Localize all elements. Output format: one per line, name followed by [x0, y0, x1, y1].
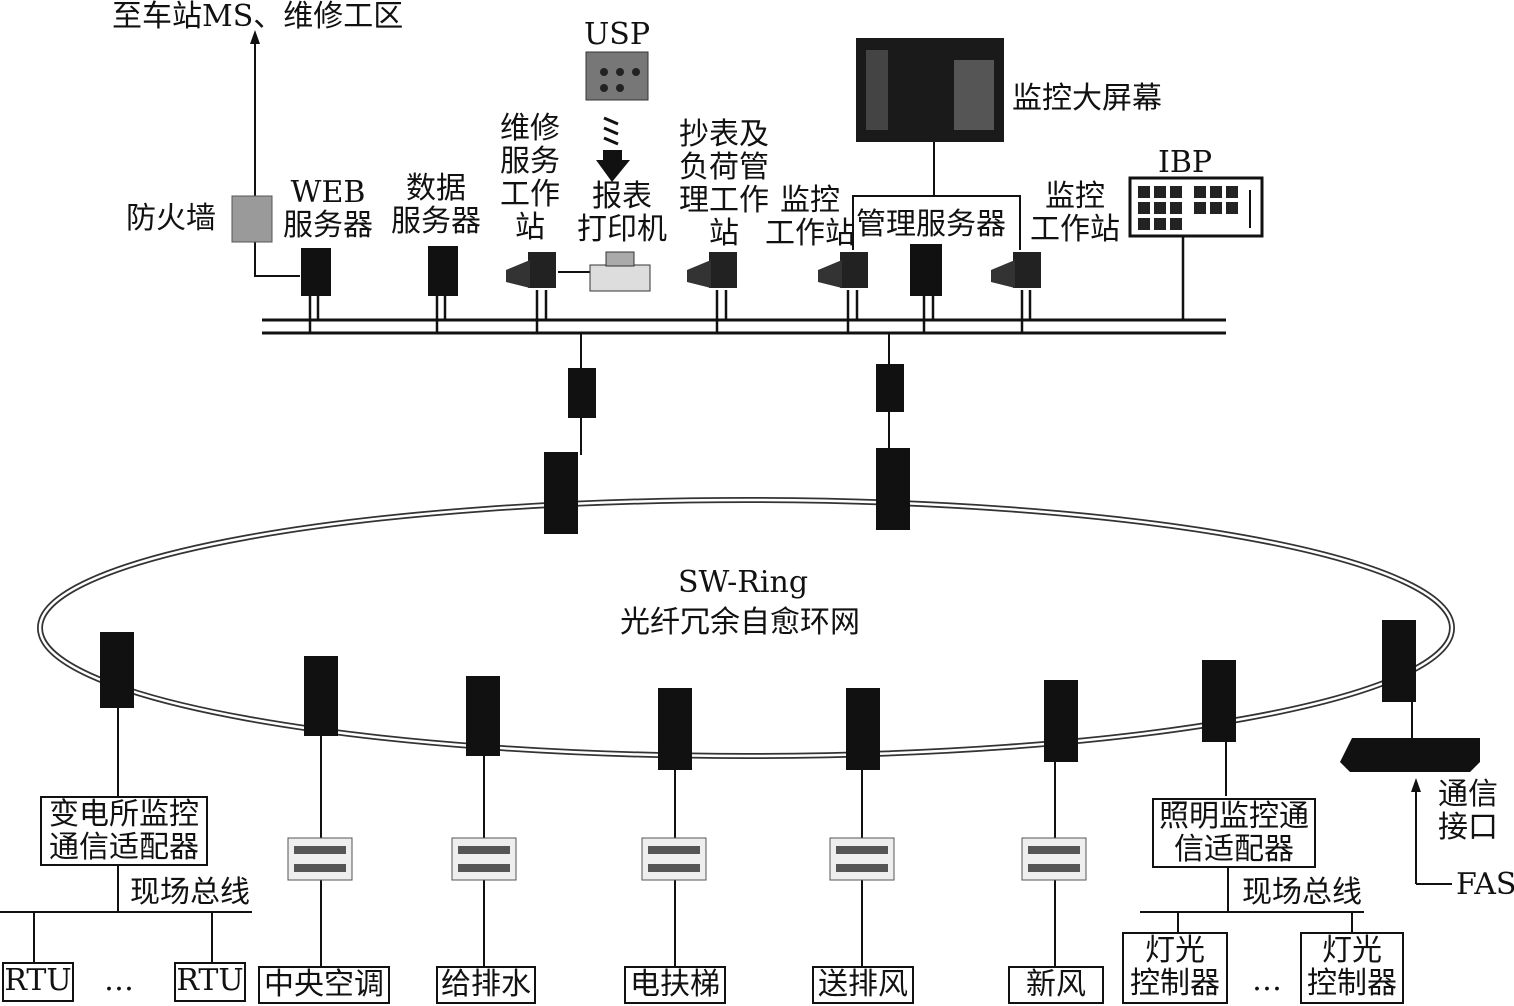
ring-switch-substation: [100, 632, 134, 708]
screen-link-left: [852, 142, 935, 250]
io-module-fresh-air: [1021, 837, 1087, 881]
substation-adapter-box: 变电所监控 通信适配器: [40, 796, 208, 866]
ring-switch-top-right: [876, 448, 910, 530]
ellipsis-right: …: [1252, 963, 1282, 998]
web-server-label: WEB 服务器: [283, 175, 373, 243]
fas-label: FAS: [1456, 867, 1514, 902]
fieldbus-right-lines: [1140, 868, 1364, 932]
monitor-screen-label: 监控大屏幕: [1012, 81, 1162, 116]
to-station-label: 至车站MS、维修工区: [112, 0, 404, 34]
converter-left: [568, 368, 596, 418]
mgmt-server-device: [910, 244, 942, 296]
firewall-label: 防火墙: [126, 201, 216, 236]
monitor-workstation-2-device: [991, 252, 1041, 288]
fieldbus-left-lines: [0, 866, 252, 962]
ring-uplinks: [580, 333, 890, 455]
ring-switch-escalator: [658, 688, 692, 770]
comm-interface-label: 通信 接口: [1438, 777, 1498, 845]
ring-name-label: SW-Ring: [677, 565, 809, 600]
ibp-panel: [1128, 176, 1264, 238]
usp-label: USP: [584, 17, 651, 52]
data-server-device: [428, 246, 458, 296]
lighting-adapter-box: 照明监控通 信适配器: [1152, 798, 1316, 868]
usp-device: [585, 51, 649, 101]
web-server-device: [301, 248, 331, 296]
fresh-air-box: 新风: [1008, 966, 1104, 1004]
fiber-ring-inner: [38, 498, 1454, 758]
mgmt-server-label: 管理服务器: [856, 207, 1006, 242]
water-box: 给排水: [436, 966, 536, 1004]
printer-label: 报表 打印机: [577, 179, 667, 247]
hvac-box: 中央空调: [258, 966, 390, 1004]
fieldbus-left-label: 现场总线: [130, 875, 250, 910]
monitor-workstation-1-device: [818, 252, 868, 288]
escalator-box: 电扶梯: [624, 966, 726, 1004]
converter-right: [876, 364, 904, 412]
bus-drops: [308, 236, 1185, 333]
screen-link-right: [934, 195, 1021, 250]
firewall-link: [254, 240, 300, 277]
io-module-water: [451, 837, 517, 881]
ring-switch-water: [466, 676, 500, 756]
maint-workstation-device: [506, 252, 556, 288]
monitor-ws2-label: 监控 工作站: [1030, 179, 1120, 247]
io-modules: [287, 837, 1087, 881]
fieldbus-right-label: 现场总线: [1242, 875, 1362, 910]
ring-switch-ventilation: [846, 688, 880, 770]
signal-icon: [603, 116, 619, 146]
ring-switch-hvac: [304, 656, 338, 736]
data-server-label: 数据 服务器: [391, 171, 481, 239]
maint-ws-label: 维修 服务 工作 站: [500, 111, 560, 245]
ring-switch-fas: [1382, 620, 1416, 702]
ring-switches: [100, 448, 1416, 770]
ibp-label: IBP: [1158, 145, 1213, 180]
ring-switch-fresh-air: [1044, 680, 1078, 762]
uplink-arrow: [250, 30, 260, 44]
light-controller-box-2: 灯光 控制器: [1300, 932, 1404, 1004]
ring-switch-top-left: [544, 452, 578, 534]
comm-interface-device: [1340, 738, 1480, 772]
meter-ws-label: 抄表及 负荷管 理工作 站: [679, 117, 769, 251]
ventilation-box: 送排风: [812, 966, 914, 1004]
firewall-device: [231, 195, 273, 243]
light-controller-box-1: 灯光 控制器: [1122, 932, 1228, 1004]
meter-workstation-device: [687, 252, 737, 288]
ring-switch-lighting: [1202, 660, 1236, 742]
io-module-hvac: [287, 837, 353, 881]
rtu-box-2: RTU: [174, 962, 246, 1002]
monitor-screen-device: [856, 38, 1004, 142]
down-arrow-icon: [596, 150, 630, 182]
io-module-ventilation: [829, 837, 895, 881]
fas-arrow: [1411, 778, 1421, 792]
io-module-escalator: [641, 837, 707, 881]
rtu-box-1: RTU: [2, 962, 74, 1002]
ring-desc-label: 光纤冗余自愈环网: [620, 605, 860, 640]
ellipsis-left: …: [104, 963, 134, 998]
monitor-ws1-label: 监控 工作站: [765, 183, 855, 251]
printer-device: [589, 251, 651, 292]
